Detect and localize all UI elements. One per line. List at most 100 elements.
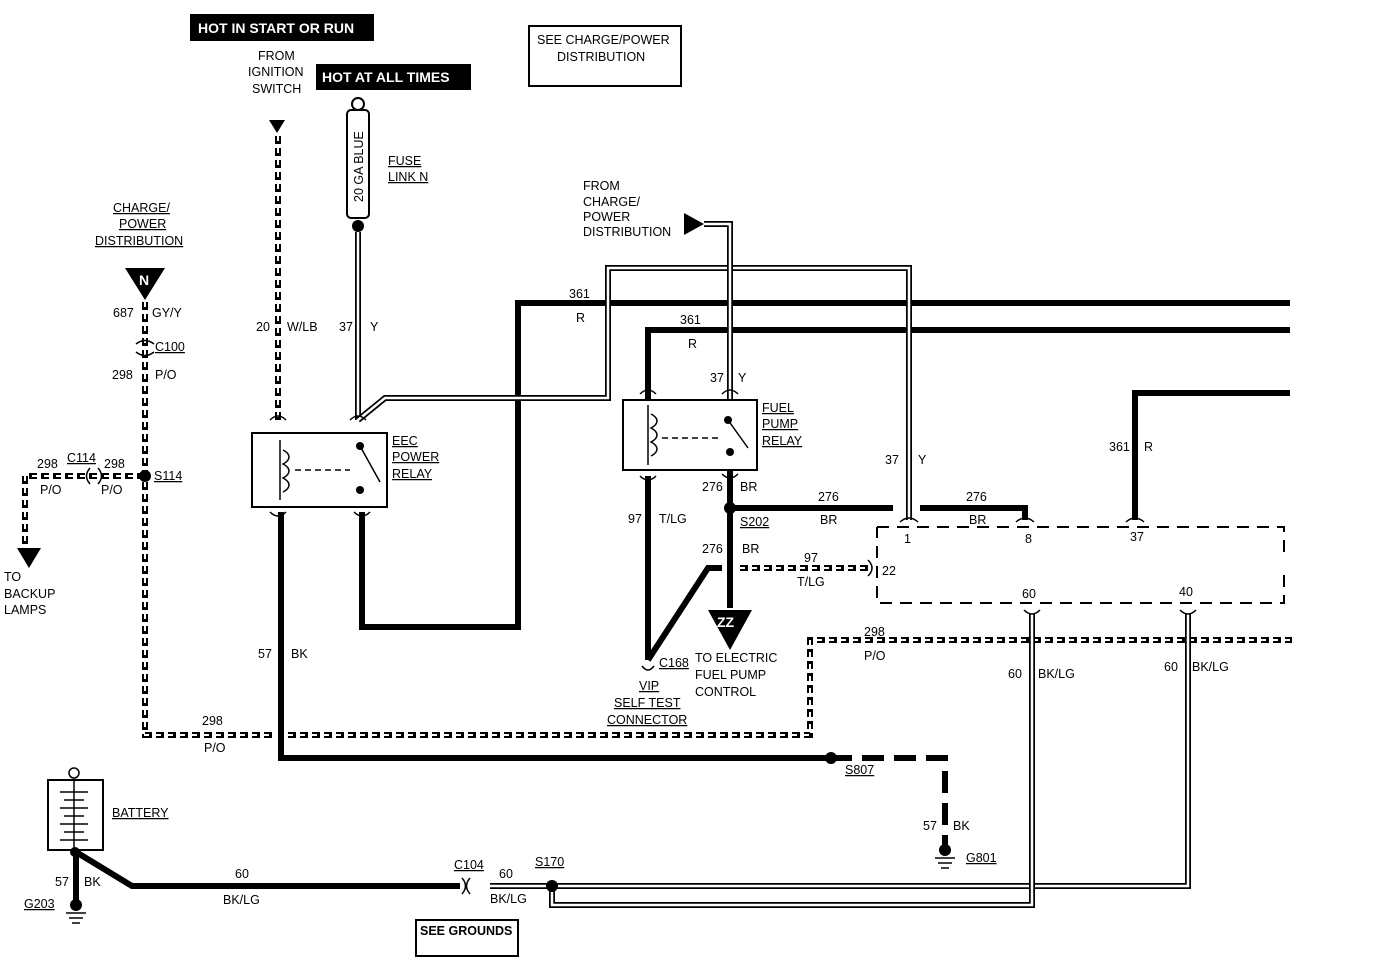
svg-text:BK/LG: BK/LG	[1192, 660, 1229, 674]
svg-text:57: 57	[55, 875, 69, 889]
svg-text:Y: Y	[738, 371, 747, 385]
see-charge-power-line2: DISTRIBUTION	[557, 50, 645, 64]
efpc-arrow-icon	[708, 610, 752, 650]
pin-40-label: 40	[1179, 585, 1193, 599]
vip-line3: CONNECTOR	[607, 713, 687, 727]
svg-text:P/O: P/O	[864, 649, 886, 663]
svg-text:687: 687	[113, 306, 134, 320]
wire-298-po-left	[142, 302, 272, 738]
svg-text:298: 298	[112, 368, 133, 382]
svg-text:BR: BR	[969, 513, 986, 527]
svg-text:BK: BK	[291, 647, 308, 661]
see-charge-power-box: SEE CHARGE/POWER DISTRIBUTION	[528, 25, 682, 87]
hot-start-run-header: HOT IN START OR RUN	[190, 14, 374, 41]
wire-361-r-lower	[645, 327, 1290, 400]
wire-361-r-upper	[359, 300, 1290, 630]
charge-power-n-icon	[125, 268, 165, 300]
fuse-link-line2: LINK N	[388, 170, 428, 184]
eec-relay-line1: EEC	[392, 434, 418, 448]
fuse-link-line1: FUSE	[388, 154, 421, 168]
fuel-relay-line2: PUMP	[762, 417, 798, 431]
svg-text:BR: BR	[742, 542, 759, 556]
wire-60-bklg-pin60	[550, 614, 1034, 907]
from-cpd-line1: FROM	[583, 179, 620, 193]
c168-label: C168	[659, 656, 689, 670]
svg-text:298: 298	[202, 714, 223, 728]
wire-276-br-pin8	[920, 505, 1028, 520]
svg-text:T/LG: T/LG	[797, 575, 825, 589]
pin-1-label: 1	[904, 532, 911, 546]
c168-connector-icon	[641, 665, 655, 671]
to-efpc-line1: TO ELECTRIC	[695, 651, 777, 665]
s114-label: S114	[154, 469, 182, 483]
svg-text:97: 97	[804, 551, 818, 565]
pin-37-label: 37	[1130, 530, 1144, 544]
vip-line1: VIP	[639, 679, 659, 693]
c100-connector-icon	[135, 339, 155, 357]
svg-text:60: 60	[1008, 667, 1022, 681]
svg-text:BR: BR	[740, 480, 757, 494]
pcm-module-box	[876, 526, 1285, 604]
battery-label: BATTERY	[112, 806, 169, 820]
svg-text:298: 298	[864, 625, 885, 639]
svg-text:60: 60	[235, 867, 249, 881]
s170-splice	[546, 880, 558, 892]
svg-text:298: 298	[37, 457, 58, 471]
svg-text:GY/Y: GY/Y	[152, 306, 183, 320]
svg-text:57: 57	[923, 819, 937, 833]
svg-text:361: 361	[569, 287, 590, 301]
g203-label: G203	[24, 897, 55, 911]
fuse-ga-label: 20 GA BLUE	[352, 131, 366, 202]
pin-22-label: 22	[882, 564, 896, 578]
svg-text:BK/LG: BK/LG	[490, 892, 527, 906]
svg-text:276: 276	[702, 480, 723, 494]
wire-60-bklg-battery	[74, 849, 460, 889]
to-efpc-line3: CONTROL	[695, 685, 756, 699]
zz-symbol: ZZ	[717, 614, 735, 630]
backup-lamps-arrow-icon	[17, 548, 41, 568]
wire-97-tlg-diag	[645, 565, 722, 662]
fuel-pump-relay	[622, 399, 758, 471]
svg-text:R: R	[688, 337, 697, 351]
pin-60-label: 60	[1022, 587, 1036, 601]
svg-text:Y: Y	[370, 320, 379, 334]
wire-298-po-bottom	[288, 637, 1292, 738]
svg-text:97: 97	[628, 512, 642, 526]
svg-text:P/O: P/O	[40, 483, 62, 497]
wire-60-bklg-pin40	[490, 614, 1190, 888]
c104-label: C104	[454, 858, 484, 872]
s114-splice	[139, 470, 151, 482]
svg-text:BK/LG: BK/LG	[223, 893, 260, 907]
s170-label: S170	[535, 855, 564, 869]
pcm-pins	[867, 517, 1197, 615]
svg-text:P/O: P/O	[155, 368, 177, 382]
to-backup-line1: TO	[4, 570, 21, 584]
hot-all-times-header: HOT AT ALL TIMES	[316, 64, 471, 90]
pin-8-label: 8	[1025, 532, 1032, 546]
svg-text:60: 60	[499, 867, 513, 881]
cpd-arrow-icon	[684, 213, 704, 235]
fuse-link-n: 20 GA BLUE	[346, 97, 370, 232]
s807-splice	[825, 752, 837, 764]
from-ignition-line2: IGNITION	[248, 65, 304, 79]
svg-text:R: R	[1144, 440, 1153, 454]
svg-text:BK: BK	[953, 819, 970, 833]
wire-57-bk-ground	[830, 755, 948, 848]
to-backup-line2: BACKUP	[4, 587, 55, 601]
svg-text:361: 361	[680, 313, 701, 327]
svg-text:W/LB: W/LB	[287, 320, 318, 334]
svg-text:R: R	[576, 311, 585, 325]
hot-all-times-label: HOT AT ALL TIMES	[322, 69, 450, 85]
svg-text:57: 57	[258, 647, 272, 661]
svg-text:BK: BK	[84, 875, 101, 889]
from-ignition-line1: FROM	[258, 49, 295, 63]
see-grounds-label: SEE GROUNDS	[420, 924, 512, 938]
svg-text:BK/LG: BK/LG	[1038, 667, 1075, 681]
to-efpc-line2: FUEL PUMP	[695, 668, 766, 682]
to-backup-line3: LAMPS	[4, 603, 46, 617]
from-cpd-line3: POWER	[583, 210, 630, 224]
svg-text:361: 361	[1109, 440, 1130, 454]
charge-power-line2: POWER	[119, 217, 166, 231]
